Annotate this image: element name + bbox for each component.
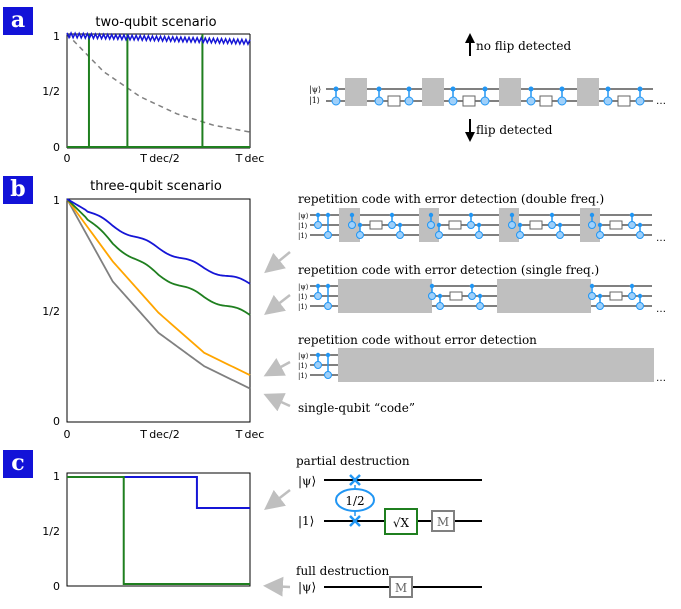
pointer-arrows [263, 251, 291, 597]
panel-a-circuit-psi: |ψ⟩ [309, 85, 321, 94]
psi-label-partial: |ψ⟩ [298, 474, 316, 488]
one-label-partial: |1⟩ [298, 514, 314, 528]
panel-c-circuits: partial destruction |ψ⟩ |1⟩ 1/2 √X M ful… [296, 454, 482, 598]
measure-b0-1 [448, 220, 462, 230]
panel-b-ytick-half: 1/2 [42, 305, 60, 318]
series-b-blue [66, 198, 251, 285]
panel-b-code-labels: repetition code with error detection (do… [298, 192, 604, 415]
no-flip-label: no flip detected [476, 39, 571, 53]
half-label: 1/2 [345, 494, 364, 508]
full-destruction-label: full destruction [296, 564, 389, 578]
measure-full [389, 576, 413, 598]
measure-b1-0 [449, 291, 463, 301]
series-c-green [67, 476, 250, 585]
panel-a-xtick-half: T dec/2 [139, 152, 179, 165]
panel-c-badge: c [3, 450, 33, 478]
half-swap-ellipse [335, 488, 375, 512]
series-a-blue [66, 31, 251, 47]
code-label-single: repetition code with error detection (si… [298, 263, 599, 277]
panel-c-ytick-0: 0 [53, 580, 60, 593]
panel-c-plot [67, 476, 250, 585]
panel-a-plot [66, 31, 251, 148]
circuit-b0-label-2: |1⟩ [298, 232, 308, 240]
flip-arrows: no flip detected flip detected [465, 33, 571, 142]
idle-block [345, 78, 367, 106]
measure-partial [431, 510, 455, 532]
sqrtx-gate [384, 508, 418, 535]
series-c-blue [67, 476, 250, 510]
psi-label-full: |ψ⟩ [298, 580, 316, 594]
circuit-b0-label-1: |1⟩ [298, 222, 308, 230]
panel-c-axes [66, 472, 251, 587]
series-b-orange [66, 198, 251, 376]
panel-c-ticks: 1 1/2 0 [42, 470, 60, 593]
panel-a-xtick-0: 0 [64, 152, 71, 165]
panel-c-ytick-1: 1 [53, 470, 60, 483]
idle-block-b1-0 [338, 279, 432, 313]
panel-b-circuits: |ψ⟩ |1⟩ |1⟩ … |ψ⟩ |1⟩ |1⟩ … |ψ⟩ |1⟩ |1⟩ … [298, 208, 666, 384]
panel-a-title: two-qubit scenario [95, 15, 216, 30]
panel-c-ytick-half: 1/2 [42, 525, 60, 538]
svg-text:…: … [656, 96, 666, 107]
panel-b-ytick-0: 0 [53, 415, 60, 428]
idle-block-b2-0 [338, 348, 654, 382]
detect-gadget [374, 86, 414, 107]
panel-a-ytick-1: 1 [53, 30, 60, 43]
panel-b-xtick-half: T dec/2 [139, 428, 179, 441]
panel-a-badge: a [3, 7, 33, 35]
series-b-green [66, 198, 251, 316]
panel-a-axes [66, 33, 251, 149]
panel-a-ytick-0: 0 [53, 141, 60, 154]
flip-label: flip detected [476, 123, 553, 137]
code-label-double: repetition code with error detection (do… [298, 192, 604, 206]
panel-b-axes [66, 198, 251, 423]
code-label-noedet: repetition code without error detection [298, 333, 537, 347]
measure-b0-0 [369, 220, 383, 230]
panel-a-circuit: |ψ⟩ |1⟩ … [309, 78, 666, 107]
panel-a-ytick-half: 1/2 [42, 85, 60, 98]
sqrtx-label: √X [393, 516, 410, 530]
svg-text:…: … [656, 233, 666, 244]
circuit-b0-label-0: |ψ⟩ [298, 212, 309, 220]
measure-partial-label: M [437, 515, 449, 529]
panel-b-plot [66, 198, 251, 390]
measure-b1-1 [609, 291, 623, 301]
code-label-singlequbit: single-qubit “code” [298, 401, 415, 415]
svg-text:…: … [656, 304, 666, 315]
measure-full-label: M [395, 581, 407, 595]
partial-destruction-label: partial destruction [296, 454, 410, 468]
circuit-b1-label-1: |1⟩ [298, 293, 308, 301]
panel-b-xtick-0: 0 [64, 428, 71, 441]
series-a-gray-dashed [66, 33, 251, 133]
svg-text:…: … [656, 373, 666, 384]
panel-b-ticks: 1 1/2 0 0 T dec/2 T dec [42, 194, 264, 441]
panel-b-ytick-1: 1 [53, 194, 60, 207]
panel-a-circuit-one: |1⟩ [309, 96, 320, 105]
circuit-b1-label-0: |ψ⟩ [298, 283, 309, 291]
idle-block-b1-1 [497, 279, 591, 313]
series-b-gray [66, 198, 251, 390]
panel-b-badge: b [3, 176, 33, 204]
panel-a-xtick-1: T dec [235, 152, 265, 165]
measure-b0-2 [529, 220, 543, 230]
circuit-b2-label-1: |1⟩ [298, 362, 308, 370]
circuit-b2-label-0: |ψ⟩ [298, 352, 309, 360]
panel-a-ticks: 1 1/2 0 0 T dec/2 T dec [42, 30, 264, 165]
measure-b0-3 [609, 220, 623, 230]
circuit-b1-label-2: |1⟩ [298, 303, 308, 311]
panel-b-xtick-1: T dec [235, 428, 265, 441]
panel-b-title: three-qubit scenario [90, 179, 222, 194]
circuit-b2-label-2: |1⟩ [298, 372, 308, 380]
